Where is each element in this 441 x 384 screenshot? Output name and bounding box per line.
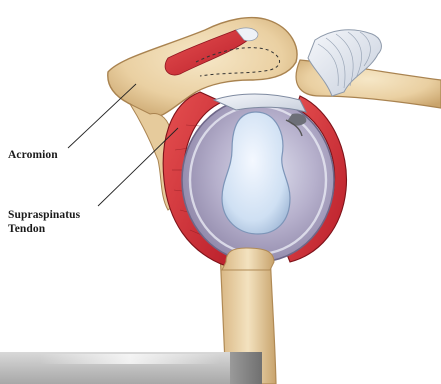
supraspinatus-label-line1: Supraspinatus xyxy=(8,208,80,222)
acromion-leader xyxy=(68,84,136,148)
supraspinatus-label-line2: Tendon xyxy=(8,222,80,236)
photo-dark-edge xyxy=(230,352,262,384)
supraspinatus-tendon-label: Supraspinatus Tendon xyxy=(8,208,80,236)
photo-glare xyxy=(40,354,220,364)
acromion-label: Acromion xyxy=(8,148,58,162)
photo-fragment xyxy=(0,352,262,384)
